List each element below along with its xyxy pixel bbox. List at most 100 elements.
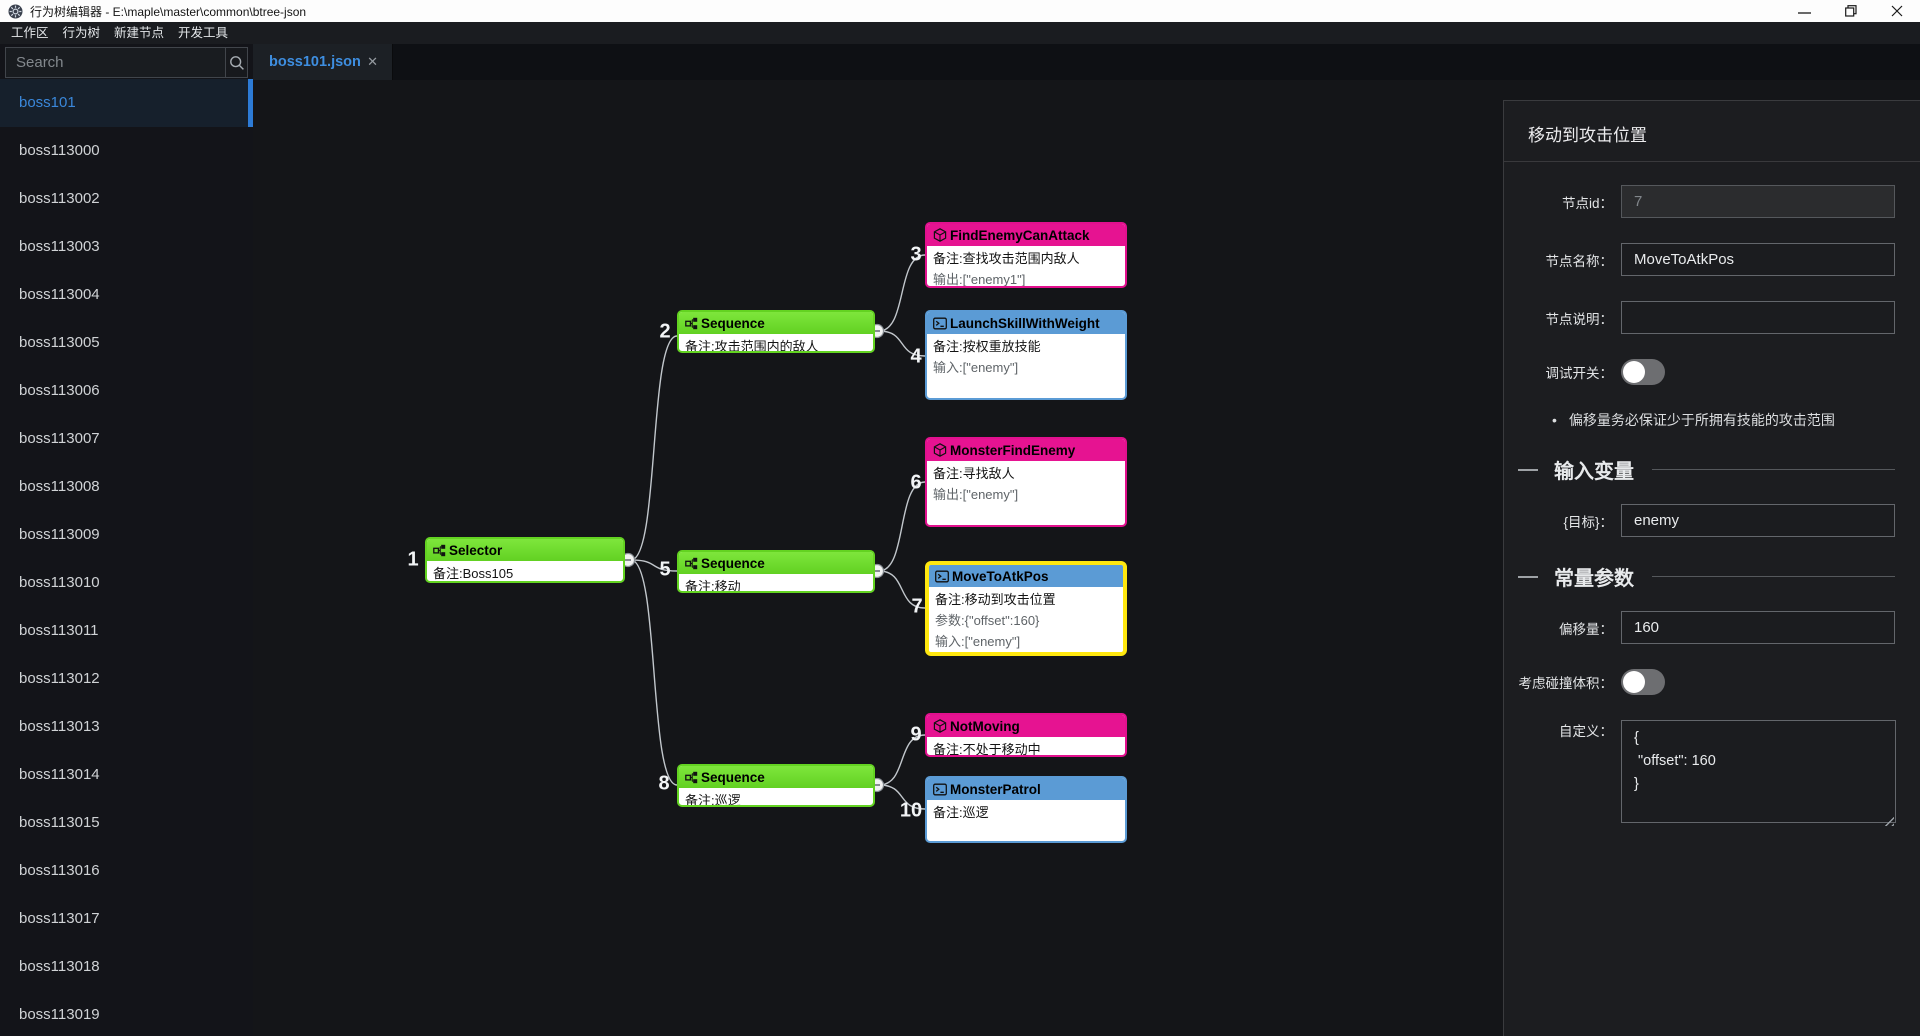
- form-row: 自定义：: [1518, 720, 1896, 828]
- field-label: 节点id：: [1561, 195, 1613, 211]
- field-label: {目标}：: [1563, 514, 1613, 530]
- sidebar-item-boss113015[interactable]: boss113015: [19, 814, 100, 831]
- tab-strip: boss101.json ✕: [253, 44, 1920, 80]
- node-line: 备注:Boss105: [433, 566, 514, 581]
- field-input-偏移量[interactable]: [1621, 611, 1895, 644]
- node-line: 备注:巡逻: [933, 805, 989, 820]
- app-icon: [8, 4, 23, 18]
- search-button[interactable]: [225, 48, 247, 77]
- sidebar: boss101 boss113000 boss113002 boss113003 bos…: [0, 44, 253, 1036]
- textarea-wrap: [1621, 720, 1896, 828]
- restore-icon: [1845, 5, 1857, 17]
- minimize-icon: [1798, 12, 1811, 14]
- sidebar-item-boss113007[interactable]: boss113007: [19, 430, 100, 447]
- node-line: 输入:["enemy"]: [933, 360, 1019, 375]
- tab-close-icon[interactable]: ✕: [367, 54, 378, 69]
- node-order-number: 1: [407, 548, 419, 571]
- custom-json-textarea[interactable]: [1621, 720, 1896, 823]
- field-label: 节点名称：: [1545, 253, 1614, 269]
- sidebar-item-boss113005[interactable]: boss113005: [19, 334, 100, 351]
- sidebar-item-boss113006[interactable]: boss113006: [19, 382, 100, 399]
- sidebar-item-boss113004[interactable]: boss113004: [19, 286, 100, 303]
- section-rule: [1652, 576, 1895, 577]
- sidebar-item-boss113002[interactable]: boss113002: [19, 190, 100, 207]
- sidebar-item-boss113017[interactable]: boss113017: [19, 910, 100, 927]
- node-order-number: 9: [910, 723, 922, 746]
- action-terminal-icon: [935, 570, 949, 583]
- sequence-tree-icon: [685, 557, 698, 570]
- sidebar-item-boss113012[interactable]: boss113012: [19, 670, 100, 687]
- hint-note: • 偏移量务必保证少于所拥有技能的攻击范围: [1518, 410, 1895, 431]
- form-row: 节点id：: [1518, 185, 1895, 218]
- node-line: 备注:移动: [685, 579, 741, 593]
- node-line: 输出:["enemy"]: [933, 487, 1019, 502]
- sequence-tree-icon: [685, 317, 698, 330]
- toggle-knob: [1623, 671, 1645, 693]
- sequence-tree-icon: [685, 771, 698, 784]
- form-row: 调试开关：: [1518, 359, 1895, 385]
- sidebar-item-boss113013[interactable]: boss113013: [19, 718, 100, 735]
- section-rule: [1652, 469, 1895, 470]
- sidebar-item-boss113019[interactable]: boss113019: [19, 1006, 100, 1023]
- section-title: 常量参数: [1554, 568, 1634, 590]
- panel-title: 移动到攻击位置: [1504, 101, 1920, 162]
- minimize-button[interactable]: [1782, 0, 1828, 22]
- node-line: 输入:["enemy"]: [935, 634, 1021, 649]
- menu-item-3[interactable]: 开发工具: [178, 26, 229, 40]
- sidebar-item-boss113003[interactable]: boss113003: [19, 238, 100, 255]
- toggle-考虑碰撞体积[interactable]: [1621, 669, 1665, 695]
- resize-grip-icon[interactable]: [1883, 815, 1894, 826]
- node-order-number: 10: [899, 799, 923, 822]
- section-header-常量参数: 常量参数: [1518, 562, 1895, 591]
- sidebar-item-boss113016[interactable]: boss113016: [19, 862, 100, 879]
- bullet: •: [1552, 412, 1557, 428]
- sidebar-item-boss113011[interactable]: boss113011: [19, 622, 99, 639]
- field-label: 节点说明：: [1545, 311, 1614, 327]
- section-header-输入变量: 输入变量: [1518, 455, 1895, 484]
- field-input-目标[interactable]: [1621, 504, 1895, 537]
- field-input-节点说明[interactable]: [1621, 301, 1895, 334]
- node-line: 输出:["enemy1"]: [933, 272, 1026, 287]
- close-button[interactable]: [1874, 0, 1920, 22]
- restore-button[interactable]: [1828, 0, 1874, 22]
- sidebar-item-boss113008[interactable]: boss113008: [19, 478, 100, 495]
- tab-label: boss101.json: [269, 54, 361, 70]
- search-input[interactable]: [6, 48, 225, 77]
- menu-item-0[interactable]: 工作区: [11, 26, 49, 40]
- field-input-节点id: [1621, 185, 1895, 218]
- node-order-number: 6: [910, 471, 922, 494]
- node-line: 参数:{"offset":160}: [935, 613, 1040, 628]
- form-row: 节点说明：: [1518, 301, 1895, 334]
- sidebar-item-boss113018[interactable]: boss113018: [19, 958, 100, 975]
- sidebar-item-boss113014[interactable]: boss113014: [19, 766, 100, 783]
- menu-item-1[interactable]: 行为树: [62, 26, 101, 40]
- tab-boss101.json[interactable]: boss101.json ✕: [253, 44, 393, 80]
- sidebar-item-boss113009[interactable]: boss113009: [19, 526, 100, 543]
- menu-item-2[interactable]: 新建节点: [114, 26, 165, 40]
- toggle-调试开关[interactable]: [1621, 359, 1665, 385]
- search-icon: [229, 55, 244, 70]
- sidebar-item-boss101[interactable]: boss101: [0, 79, 253, 127]
- condition-cube-icon: [933, 228, 947, 242]
- field-input-节点名称[interactable]: [1621, 243, 1895, 276]
- node-line: 备注:寻找敌人: [933, 466, 1015, 481]
- properties-panel: 移动到攻击位置 节点id： 节点名称： 节点说明： 调试开关： • 偏移量务必保证少于所拥…: [1503, 100, 1920, 1036]
- note-text: 偏移量务必保证少于所拥有技能的攻击范围: [1568, 412, 1835, 428]
- node-line: 备注:按权重放技能: [933, 339, 1041, 354]
- sidebar-item-boss113010[interactable]: boss113010: [19, 574, 100, 591]
- section-title: 输入变量: [1554, 461, 1634, 483]
- search-box: [5, 47, 248, 78]
- title-bar: 行为树编辑器 - E:\maple\master\common\btree-js…: [0, 0, 1920, 22]
- form-row: 考虑碰撞体积：: [1518, 669, 1895, 695]
- sidebar-item-boss113000[interactable]: boss113000: [19, 142, 100, 159]
